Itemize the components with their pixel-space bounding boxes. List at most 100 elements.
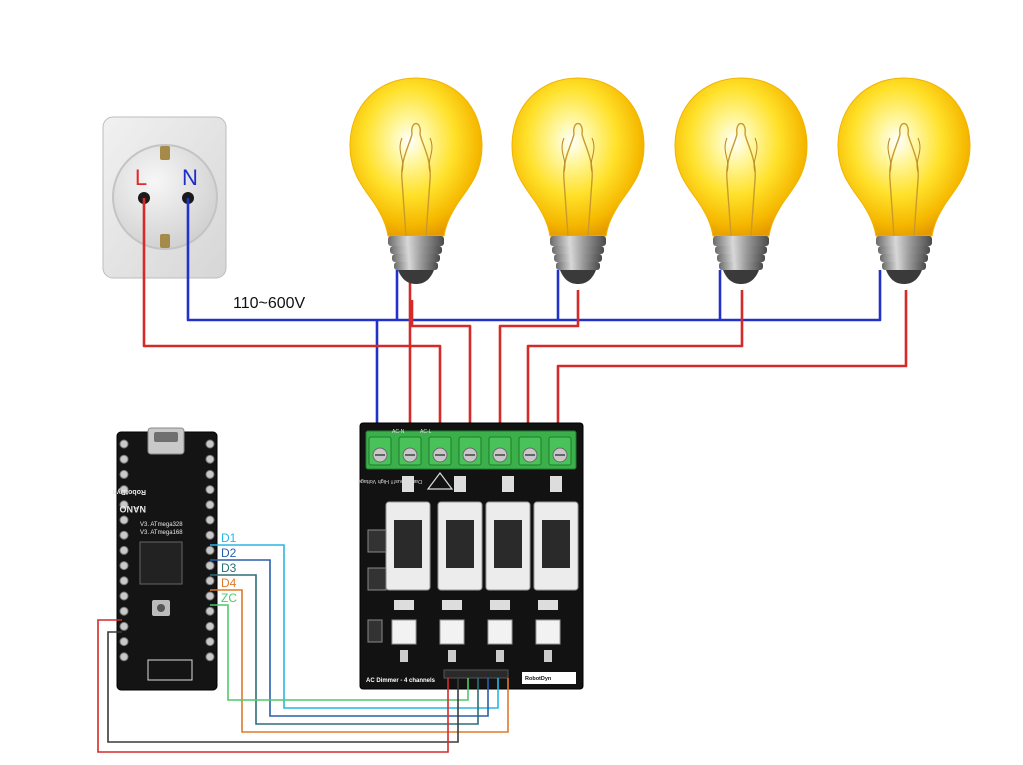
live-wire-bulb-3 [526,290,744,428]
resistor-4 [550,476,562,492]
icsp-header [147,659,193,681]
nano-pin-right-8 [205,545,215,555]
opto-smd-3 [496,650,504,662]
opto-resistor-3 [490,600,510,610]
wire-d1 [210,544,499,709]
nano-pin-right-4 [205,485,215,495]
opto-smd-2 [448,650,456,662]
wire-gnd [107,631,459,743]
opto-smd-4 [544,650,552,662]
nano-pin-left-12 [119,606,129,616]
nano-pin-right-3 [205,469,215,479]
nano-pin-headers [119,439,215,662]
nano-pin-left-9 [119,561,129,571]
terminal-screws [368,436,572,466]
live-wire-bulb-1 [410,300,472,428]
bulb-1 [349,77,483,285]
nano-pin-left-5 [119,500,129,510]
nano-pin-left-14 [119,637,129,647]
nano-pin-right-15 [205,652,215,662]
nano-pin-right-14 [205,637,215,647]
pin-label-d3: D3 [221,561,237,575]
smd-cap-2 [367,567,387,591]
pin-label-d2: D2 [221,546,237,560]
triac-1 [394,520,422,568]
smd-cap-1 [367,529,387,553]
nano-pin-left-4 [119,485,129,495]
pin-label-zc: ZC [221,591,237,605]
nano-pin-left-1 [119,439,129,449]
bulb-2 [511,77,645,285]
bulb-3 [674,77,808,285]
optocoupler-2 [439,619,465,645]
optocoupler-1 [391,619,417,645]
mcu-chip [139,541,183,585]
warning-icon [426,472,454,490]
neutral-label: N [182,165,198,190]
opto-resistor-1 [394,600,414,610]
ground-clip-bottom [160,234,170,248]
wall-outlet: L N [102,116,227,279]
nano-pin-left-10 [119,576,129,586]
nano-pin-right-11 [205,591,215,601]
dimmer-title: AC Dimmer - 4 channels [366,678,436,684]
terminal-label-acn: AC-N [392,429,405,435]
resistor-2 [454,476,466,492]
nano-pin-left-8 [119,545,129,555]
dimmer-pin-header [443,669,509,679]
nano-pin-right-13 [205,621,215,631]
wire-d2 [210,559,489,717]
nano-pin-right-1 [205,439,215,449]
dimmer-brand: RobotDyn [525,676,552,682]
zc-chip [367,619,383,643]
triac-4 [542,520,570,568]
nano-pin-right-9 [205,561,215,571]
nano-pin-left-11 [119,591,129,601]
nano-brand: RobotDyn [113,488,146,495]
wire-d4 [210,589,509,733]
nano-pin-left-13 [119,621,129,631]
nano-pin-labels: D1 D2 D3 D4 ZC [221,531,237,605]
resistor-3 [502,476,514,492]
optocouplers [367,600,561,662]
nano-pin-right-12 [205,606,215,616]
triacs [367,476,579,591]
triac-2 [446,520,474,568]
wire-d3 [210,574,479,725]
control-wires [97,544,509,753]
dimmer-brand-badge [522,672,576,684]
opto-resistor-4 [538,600,558,610]
nano-pin-right-6 [205,515,215,525]
opto-resistor-2 [442,600,462,610]
live-label: L [135,165,147,190]
bulb-4 [837,77,971,285]
optocoupler-4 [535,619,561,645]
nano-pin-right-10 [205,576,215,586]
nano-pin-left-15 [119,652,129,662]
live-wire-dimmer [142,198,442,428]
wire-vcc [97,619,449,753]
live-wire-bulb-4 [556,290,908,428]
nano-board: RobotDyn NANO V3. ATmega328 V3. ATmega16… [113,427,218,691]
voltage-label: 110~600V [233,295,306,312]
usb-port [154,432,178,442]
ac-dimmer-module: AC-N AC-L Dangerous!!! High Voltage AC D… [358,422,584,690]
nano-pin-left-3 [119,469,129,479]
reset-button-cap [157,604,165,612]
nano-pin-right-7 [205,530,215,540]
chip-v3-328: V3. ATmega328 [140,522,183,528]
chip-v3-168: V3. ATmega168 [140,530,183,536]
nano-pin-left-7 [119,530,129,540]
neutral-bus-wire [186,198,882,322]
wire-zc [210,604,469,701]
outlet-socket [112,144,218,250]
nano-pin-right-5 [205,500,215,510]
nano-pin-left-6 [119,515,129,525]
ground-clip-top [160,146,170,160]
warning-text: Dangerous!!! High Voltage [358,478,422,484]
terminal-label-acl: AC-L [420,429,432,435]
live-wire-bulb-2 [498,290,580,428]
pin-label-d1: D1 [221,531,237,545]
